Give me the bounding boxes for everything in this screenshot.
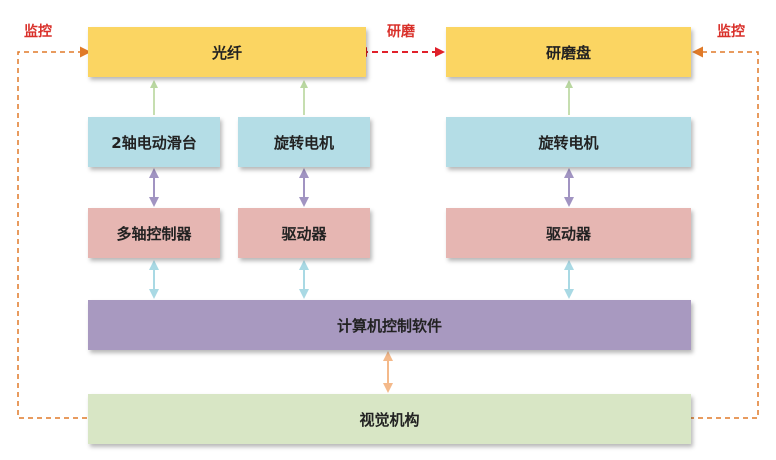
node-rotary-motor-right: 旋转电机: [446, 117, 691, 167]
label-grinding: 研磨: [387, 24, 415, 40]
node-multi-axis-controller: 多轴控制器: [88, 208, 220, 258]
node-rotary-motor-left: 旋转电机: [238, 117, 370, 167]
node-fiber: 光纤: [88, 27, 366, 77]
monitor-loop-right: [689, 46, 759, 419]
node-vision-system: 视觉机构: [88, 394, 691, 444]
node-control-software: 计算机控制软件: [88, 300, 691, 350]
node-driver-right: 驱动器: [446, 208, 691, 258]
label-monitor-left: 监控: [24, 24, 52, 40]
node-driver-left: 驱动器: [238, 208, 370, 258]
node-grinding-disc: 研磨盘: [446, 27, 691, 77]
label-monitor-right: 监控: [717, 24, 745, 40]
node-2axis-stage: 2轴电动滑台: [88, 117, 220, 167]
monitor-loop-left: [17, 46, 91, 419]
